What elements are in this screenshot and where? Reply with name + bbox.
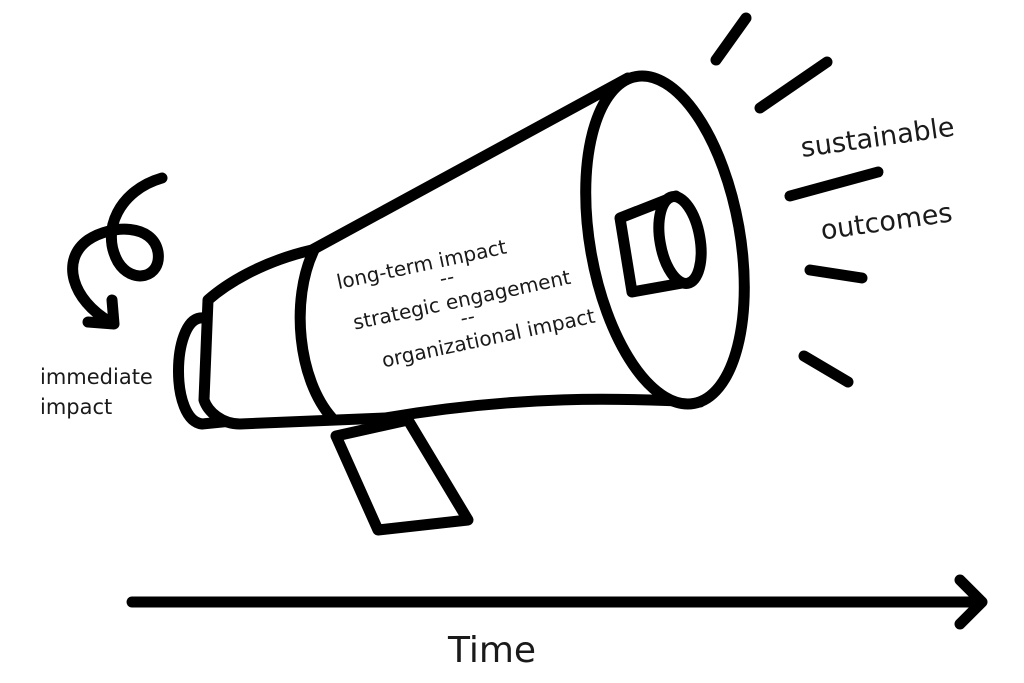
megaphone-icon bbox=[173, 70, 750, 536]
curl-arrow-icon bbox=[67, 172, 168, 330]
sound-rays bbox=[710, 12, 884, 388]
immediate-impact-label-2: impact bbox=[40, 395, 112, 419]
sustainable-label: sustainable bbox=[799, 112, 957, 164]
inner-separator-2: -- bbox=[458, 304, 477, 330]
time-axis-label: Time bbox=[447, 630, 536, 671]
inner-separator-1: -- bbox=[437, 264, 456, 290]
outcomes-label: outcomes bbox=[819, 197, 955, 246]
right-arrow-icon bbox=[954, 574, 988, 630]
immediate-impact-label-1: immediate bbox=[40, 365, 153, 389]
time-arrow bbox=[126, 574, 988, 630]
